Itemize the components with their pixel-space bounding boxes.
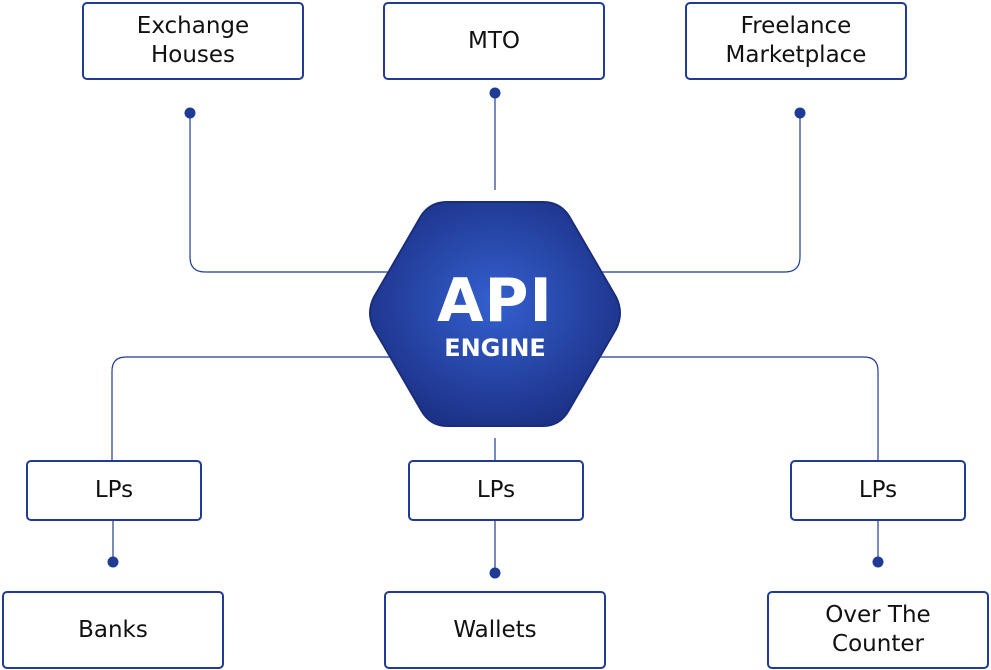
node-label-line1: Over The [825, 602, 931, 628]
node-label: LPs [94, 477, 134, 503]
node-label-line1: Wallets [453, 616, 537, 643]
connector-dot [872, 556, 884, 568]
node-mto: MTO [383, 2, 605, 80]
connector-dot [489, 567, 501, 579]
node-label-line2: Houses [150, 42, 236, 68]
node-label-line1: MTO [468, 27, 520, 54]
node-freelance-marketplace: Freelance Marketplace [685, 2, 907, 80]
connector-dot [794, 107, 806, 119]
connector-exchange-houses [189, 113, 392, 273]
node-label-line1: Exchange [136, 13, 250, 39]
node-label-line1: Freelance [740, 13, 852, 39]
node-lps-left: LPs [26, 460, 202, 521]
connector-dot [489, 87, 501, 99]
node-lps-right: LPs [790, 460, 966, 521]
node-lps-center: LPs [408, 460, 584, 521]
connector-freelance-marketplace [598, 113, 801, 273]
node-wallets: Wallets [384, 591, 606, 669]
node-label: LPs [476, 477, 516, 503]
node-banks: Banks [2, 591, 224, 669]
connector-lps-right [600, 356, 879, 460]
node-label-line1: Banks [78, 616, 148, 643]
node-label: LPs [858, 477, 898, 503]
node-over-the-counter: Over The Counter [767, 591, 989, 669]
node-label-line2: Marketplace [725, 42, 867, 68]
connector-dot [184, 107, 196, 119]
node-exchange-houses: Exchange Houses [82, 2, 304, 80]
api-engine-hexagon [369, 201, 621, 427]
api-engine-title: API [437, 266, 553, 336]
api-engine-subtitle: ENGINE [444, 334, 546, 362]
connector-dot [107, 556, 119, 568]
connector-lps-left [111, 356, 390, 460]
node-label-line2: Counter [832, 631, 924, 657]
